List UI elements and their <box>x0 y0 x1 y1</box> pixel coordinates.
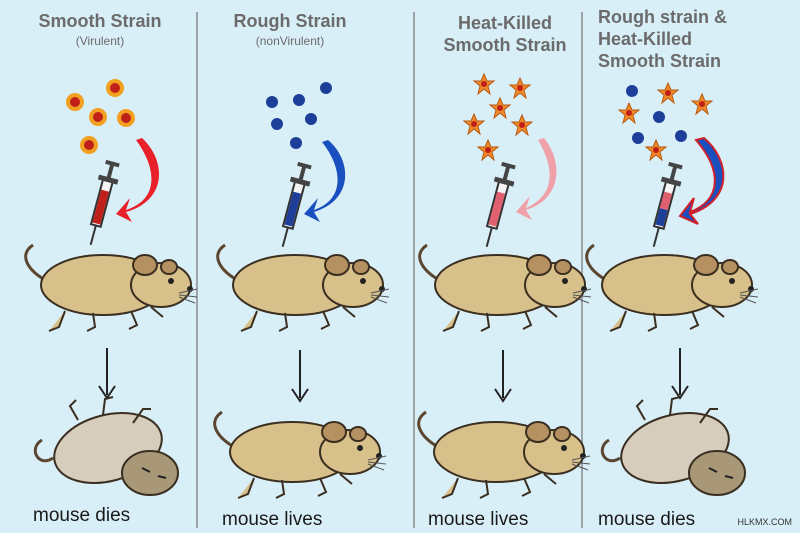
mouse-3-alive-after <box>417 410 592 500</box>
mixed-arrow <box>678 136 725 225</box>
panel-2-outcome: mouse lives <box>222 509 323 530</box>
mouse-2-alive <box>216 243 391 333</box>
mouse-4-alive <box>585 243 760 333</box>
mouse-1-alive <box>24 243 199 333</box>
down-arrow-2 <box>291 350 309 403</box>
panel-4-outcome: mouse dies <box>598 509 696 530</box>
panel-2-title: Rough Strain <box>233 11 347 31</box>
panel-3-title: Heat-Killed Smooth Strain <box>443 13 567 55</box>
mixed-bacteria-cluster <box>618 82 713 161</box>
mouse-1-dead <box>33 395 180 497</box>
syringe-pink <box>476 160 520 251</box>
down-arrow-1 <box>98 348 116 400</box>
red-arrow <box>116 138 160 222</box>
credit-text: HLKMX.COM <box>737 517 792 527</box>
down-arrow-4 <box>671 348 689 400</box>
mouse-2-alive-after <box>213 410 388 500</box>
syringe-red <box>80 158 124 249</box>
panel-1-title: Smooth Strain <box>38 11 162 31</box>
panel-1-outcome: mouse dies <box>33 505 131 526</box>
blue-arrow <box>304 140 346 222</box>
rough-bacteria-cluster <box>266 82 332 149</box>
smooth-bacteria-cluster <box>66 79 135 154</box>
syringe-mixed <box>643 160 687 251</box>
pink-arrow <box>516 138 557 220</box>
heat-killed-cluster <box>463 73 533 161</box>
syringe-blue <box>272 160 316 251</box>
panel-2-subtitle: (nonVirulent) <box>255 34 325 48</box>
panel-3-outcome: mouse lives <box>428 509 529 530</box>
down-arrow-3 <box>494 350 512 403</box>
panel-1-subtitle: (Virulent) <box>75 34 125 48</box>
mouse-3-alive <box>418 243 593 333</box>
panel-4-title: Rough strain & Heat-Killed Smooth Strain <box>598 7 727 71</box>
mouse-4-dead <box>600 395 747 497</box>
